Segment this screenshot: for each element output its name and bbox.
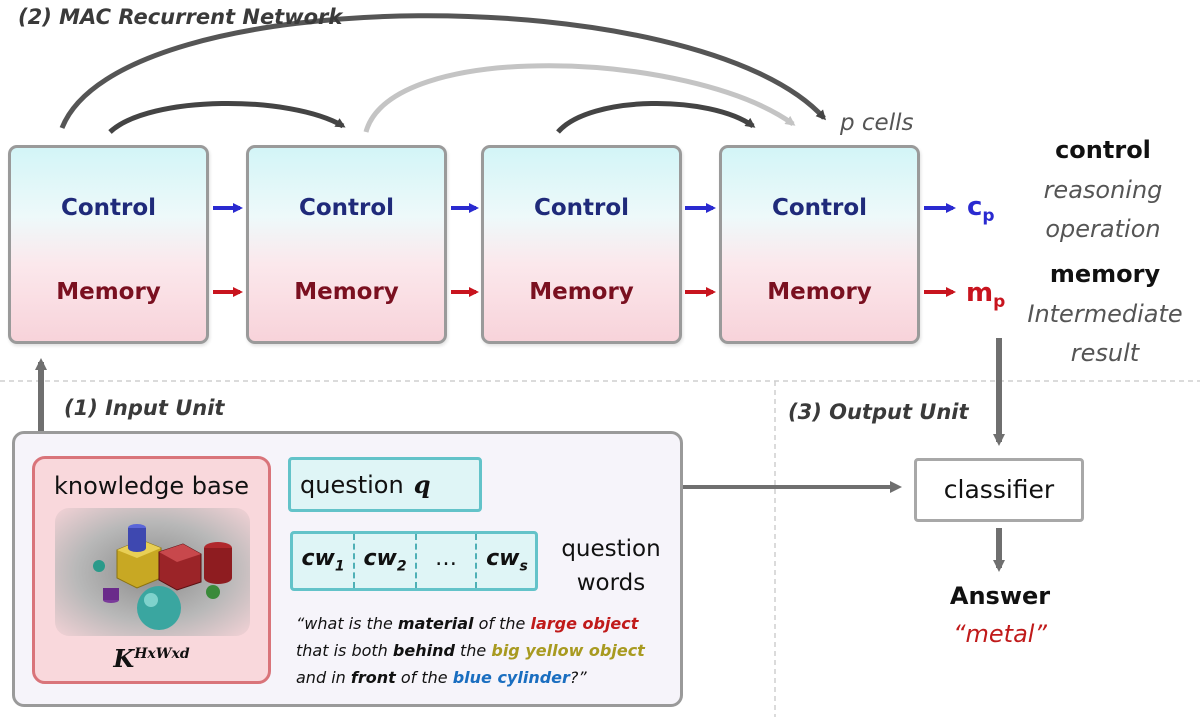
kb-symbol-superscript: HxWxd [134, 646, 190, 662]
legend-memory-desc-2: result [1070, 339, 1140, 367]
eq-text: “what is the [296, 614, 398, 633]
knowledge-base-title: knowledge base [54, 472, 249, 500]
eq-text: and in [296, 668, 351, 687]
legend-memory-desc-1: Intermediate [1027, 300, 1183, 328]
question-symbol: q [413, 470, 431, 499]
scene-objects [93, 524, 232, 630]
question-words-label: question words [556, 532, 666, 600]
question-words-line-2: words [576, 570, 646, 596]
answer-label: Answer [949, 582, 1051, 610]
eq-text: of the [473, 614, 531, 633]
cw-base: cw [301, 546, 335, 571]
example-question: “what is the material of the large objec… [296, 610, 676, 691]
question-text: question q [300, 470, 430, 499]
question-box [288, 457, 482, 512]
control-output-subscript: p [982, 206, 995, 227]
cw-sub: 2 [396, 558, 407, 575]
control-words-box: cw1 cw2 … cws [290, 531, 538, 591]
cell-memory-label: Memory [767, 279, 872, 305]
memory-output-symbol: m [966, 278, 994, 308]
control-output-label: cp [967, 192, 995, 226]
example-question-line-1: “what is the material of the large objec… [296, 610, 676, 637]
control-word-2: cw2 [355, 546, 415, 574]
classifier-box: classifier [914, 458, 1084, 522]
legend-memory-heading: memory [1049, 260, 1161, 288]
cw-base: … [435, 546, 457, 571]
output-unit-title: (3) Output Unit [788, 400, 969, 424]
eq-keyword: material [397, 614, 474, 633]
cw-sub: s [519, 558, 528, 575]
eq-highlight-yellow: big yellow object [491, 641, 645, 660]
control-word-ellipsis: … [416, 546, 476, 574]
cell-count-label: p cells [840, 110, 914, 136]
control-word-1: cw1 [293, 546, 353, 574]
mac-cell-1: Control Memory [8, 145, 209, 344]
control-word-s: cws [477, 546, 537, 574]
legend-control-desc-1: reasoning [1043, 176, 1163, 204]
question-label: question [300, 471, 404, 499]
legend-control-heading: control [1055, 136, 1151, 164]
cw-base: cw [363, 546, 397, 571]
example-question-line-3: and in front of the blue cylinder?” [296, 664, 676, 691]
skip-arrow-long [59, 13, 827, 129]
mac-cell-2: Control Memory [246, 145, 447, 344]
eq-highlight-blue: blue cylinder [452, 668, 570, 687]
cw-base: cw [486, 546, 520, 571]
cell-control-label: Control [60, 195, 157, 221]
question-words-line-1: question [561, 536, 661, 562]
cell-control-label: Control [298, 195, 395, 221]
eq-text: that is both [296, 641, 393, 660]
knowledge-base-symbol: KHxWxd [32, 644, 271, 673]
eq-text: ?” [569, 668, 587, 687]
cw-sub: 1 [334, 558, 345, 575]
cw-separator [353, 534, 355, 588]
eq-keyword: behind [392, 641, 455, 660]
control-output-symbol: c [967, 192, 983, 222]
memory-output-label: mp [966, 278, 1005, 312]
cell-memory-label: Memory [294, 279, 399, 305]
scene-image [55, 508, 250, 636]
cell-memory-label: Memory [529, 279, 634, 305]
cell-control-label: Control [771, 195, 868, 221]
memory-output-subscript: p [993, 292, 1006, 313]
skip-arrow-3-4 [556, 100, 756, 134]
example-question-line-2: that is both behind the big yellow objec… [296, 637, 676, 664]
eq-text: the [454, 641, 492, 660]
cw-separator [475, 534, 477, 588]
answer-value: “metal” [953, 620, 1047, 648]
legend-control-desc-2: operation [1045, 215, 1161, 243]
mac-cell-4: Control Memory [719, 145, 920, 344]
eq-highlight-red: large object [530, 614, 639, 633]
mac-cell-3: Control Memory [481, 145, 682, 344]
network-title: (2) MAC Recurrent Network [18, 5, 343, 29]
cell-control-label: Control [533, 195, 630, 221]
skip-arrow-1-2 [108, 101, 346, 134]
eq-text: of the [395, 668, 453, 687]
eq-keyword: front [350, 668, 396, 687]
input-unit-title: (1) Input Unit [64, 396, 225, 420]
cell-memory-label: Memory [56, 279, 161, 305]
cw-separator [415, 534, 417, 588]
kb-symbol-base: K [113, 644, 135, 673]
skip-arrow-2-4-faded [363, 63, 796, 133]
